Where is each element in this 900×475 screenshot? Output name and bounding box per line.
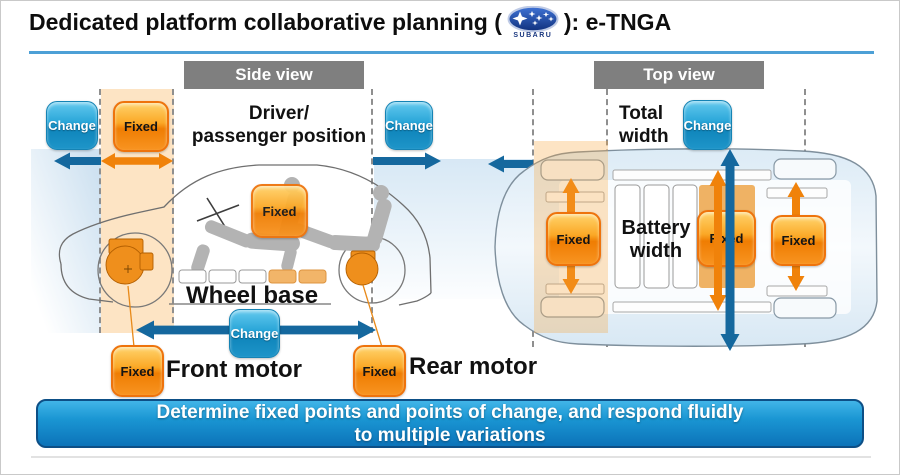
subaru-logo-icon bbox=[507, 6, 559, 33]
banner-line2: to multiple variations bbox=[354, 425, 546, 446]
total-width-line1: Total bbox=[619, 103, 663, 124]
subaru-logo: SUBARU bbox=[507, 6, 559, 39]
change-badge-rear-overhang: Change bbox=[385, 101, 433, 150]
change-badge-front-overhang: Change bbox=[46, 101, 98, 150]
fixed-badge-front-motor: Fixed bbox=[111, 345, 164, 397]
top-view-header: Top view bbox=[594, 61, 764, 89]
wheel-base-label: Wheel base bbox=[186, 282, 319, 309]
ref-line-cowl-side bbox=[172, 89, 174, 333]
total-width-label: Total width bbox=[619, 102, 669, 148]
fixed-badge-front-axle: Fixed bbox=[546, 212, 601, 266]
banner-shadow-line bbox=[31, 456, 871, 458]
front-overhang-wash bbox=[31, 149, 101, 333]
steering-column-lines bbox=[196, 197, 240, 234]
title-prefix: Dedicated platform collaborative plannin… bbox=[29, 9, 502, 35]
fixed-badge-front-zone: Fixed bbox=[113, 101, 169, 152]
fixed-badge-rear-motor: Fixed bbox=[353, 345, 406, 397]
fixed-badge-rear-axle: Fixed bbox=[771, 215, 826, 266]
conclusion-banner: Determine fixed points and points of cha… bbox=[36, 399, 864, 448]
front-motor-label: Front motor bbox=[166, 356, 302, 383]
battery-width-line1: Battery bbox=[621, 217, 691, 239]
change-badge-wheel-base: Change bbox=[229, 309, 280, 358]
battery-width-label: Battery width bbox=[606, 217, 706, 263]
banner-line1: Determine fixed points and points of cha… bbox=[156, 402, 744, 423]
driver-position-line1: Driver/ bbox=[248, 103, 310, 124]
ref-line-front-axle-side bbox=[99, 89, 101, 333]
page-title: Dedicated platform collaborative plannin… bbox=[29, 6, 671, 39]
title-divider bbox=[29, 51, 874, 54]
subaru-logo-wordmark: SUBARU bbox=[513, 32, 553, 39]
change-badge-total-width: Change bbox=[683, 100, 732, 150]
driver-position-line2: passenger position bbox=[191, 126, 367, 147]
total-width-line2: width bbox=[619, 126, 669, 147]
driver-position-label: Driver/ passenger position bbox=[179, 102, 379, 148]
fixed-badge-driver-position: Fixed bbox=[251, 184, 308, 238]
battery-width-line2: width bbox=[629, 240, 683, 262]
rear-motor-label: Rear motor bbox=[409, 353, 538, 380]
title-suffix: ): e-TNGA bbox=[563, 9, 672, 35]
rear-overhang-wash bbox=[374, 159, 534, 299]
side-view-header: Side view bbox=[184, 61, 364, 89]
